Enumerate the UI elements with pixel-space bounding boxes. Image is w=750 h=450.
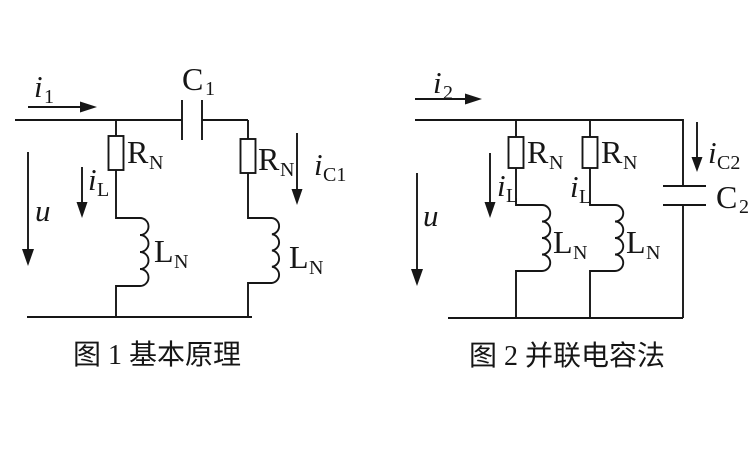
fig2-ic2-sub: C2 (717, 152, 740, 174)
fig2-ln-left-sub: N (573, 242, 587, 264)
fig1-c1-sub: 1 (205, 78, 215, 100)
fig2-label-i2: i 2 (433, 65, 453, 104)
fig1-label-rn-left: R N (127, 134, 163, 174)
fig1-il-base: i (88, 162, 97, 197)
fig2-inductor-ln-right-symbol (614, 204, 625, 272)
fig2-rn-right-sub: N (623, 152, 637, 174)
fig2-label-rn-right: R N (601, 134, 637, 174)
fig1-label-ln-right: L N (289, 239, 323, 279)
fig2-i2-base: i (433, 65, 442, 100)
fig2-il-left-base: i (497, 168, 506, 203)
fig1-inductor-ln-right-symbol (271, 217, 281, 284)
fig1-right-branch-wire (247, 120, 272, 219)
fig2-c2-base: C (716, 179, 737, 215)
fig2-resistor-rn-left-symbol (507, 136, 525, 169)
fig1-label-i1: i 1 (34, 69, 54, 108)
fig1-label-c1: C 1 (182, 61, 215, 100)
fig2-rn-left-sub: N (549, 152, 563, 174)
fig1-rn-left-base: R (127, 134, 149, 170)
fig1-ln-left-base: L (154, 233, 174, 269)
fig2-current-il-arrow (484, 153, 496, 218)
fig1-label-ic1: i C1 (314, 147, 346, 186)
fig1-current-il-arrow (76, 167, 88, 218)
fig1-ln-right-sub: N (309, 257, 323, 279)
figure2-circuit: i 2 u i L i L i C2 C 2 R N R N L N (411, 65, 749, 372)
fig2-current-i2-arrow (415, 93, 482, 105)
fig1-rn-right-sub: N (280, 159, 294, 181)
fig1-left-branch-wire (115, 120, 140, 219)
fig2-resistor-rn-right-symbol (581, 136, 599, 169)
fig2-c2-sub: 2 (739, 196, 749, 218)
fig2-label-il-right: i L (570, 169, 591, 208)
fig1-left-branch-wire-lower (115, 285, 140, 317)
fig2-il-left-sub: L (506, 185, 518, 207)
fig1-ln-left-sub: N (174, 251, 188, 273)
fig1-rn-right-base: R (258, 141, 280, 177)
fig2-inductor-ln-left-symbol (541, 204, 552, 272)
fig1-il-sub: L (97, 179, 109, 201)
fig1-current-i1-arrow (28, 101, 97, 113)
fig2-label-ln-left: L N (553, 224, 587, 264)
fig2-rn-right-base: R (601, 134, 623, 170)
fig1-label-rn-right: R N (258, 141, 294, 181)
figure1-caption: 图 1 基本原理 (73, 339, 241, 371)
fig2-rn-left-base: R (527, 134, 549, 170)
figure1-circuit: i 1 u i L i C1 C 1 R N R N L N L N (15, 61, 346, 371)
fig2-label-c2: C 2 (716, 179, 749, 218)
fig1-current-ic1-arrow (291, 133, 303, 205)
fig1-i1-base: i (34, 69, 43, 104)
fig2-middle-branch-wire (589, 120, 615, 206)
fig1-label-u: u (35, 193, 51, 228)
fig1-label-il: i L (88, 162, 109, 201)
fig2-label-il-left: i L (497, 168, 518, 207)
fig1-resistor-rn-left-symbol (107, 135, 125, 171)
fig2-ln-right-sub: N (646, 242, 660, 264)
fig2-ln-right-base: L (626, 224, 646, 260)
fig2-capacitor-c2-symbol (663, 185, 706, 206)
fig1-rn-left-sub: N (149, 152, 163, 174)
fig2-current-ic2-arrow (691, 122, 703, 172)
fig2-middle-branch-wire-lower (589, 270, 615, 318)
fig2-voltage-u-arrow (411, 173, 423, 286)
fig2-il-right-sub: L (579, 186, 591, 208)
fig1-voltage-u-arrow (22, 152, 34, 266)
fig2-label-ic2: i C2 (708, 135, 740, 174)
fig2-ln-left-base: L (553, 224, 573, 260)
fig1-ic1-base: i (314, 147, 323, 182)
fig2-label-u: u (423, 198, 439, 233)
figure2-caption: 图 2 并联电容法 (469, 340, 665, 372)
fig2-ic2-base: i (708, 135, 717, 170)
fig2-i2-sub: 2 (443, 82, 453, 104)
fig2-label-rn-left: R N (527, 134, 563, 174)
fig2-il-right-base: i (570, 169, 579, 204)
fig2-left-branch-wire (515, 120, 542, 206)
fig2-label-ln-right: L N (626, 224, 660, 264)
fig1-right-branch-wire-lower (247, 282, 272, 317)
fig1-ic1-sub: C1 (323, 164, 346, 186)
fig1-capacitor-c1-symbol (181, 100, 203, 140)
fig2-left-branch-wire-lower (515, 270, 542, 318)
fig1-c1-base: C (182, 61, 203, 97)
fig2-top-wire (415, 119, 684, 186)
fig1-resistor-rn-right-symbol (239, 138, 257, 174)
fig1-label-ln-left: L N (154, 233, 188, 273)
fig1-inductor-ln-left-symbol (139, 217, 150, 287)
fig1-ln-right-base: L (289, 239, 309, 275)
fig1-i1-sub: 1 (44, 86, 54, 108)
